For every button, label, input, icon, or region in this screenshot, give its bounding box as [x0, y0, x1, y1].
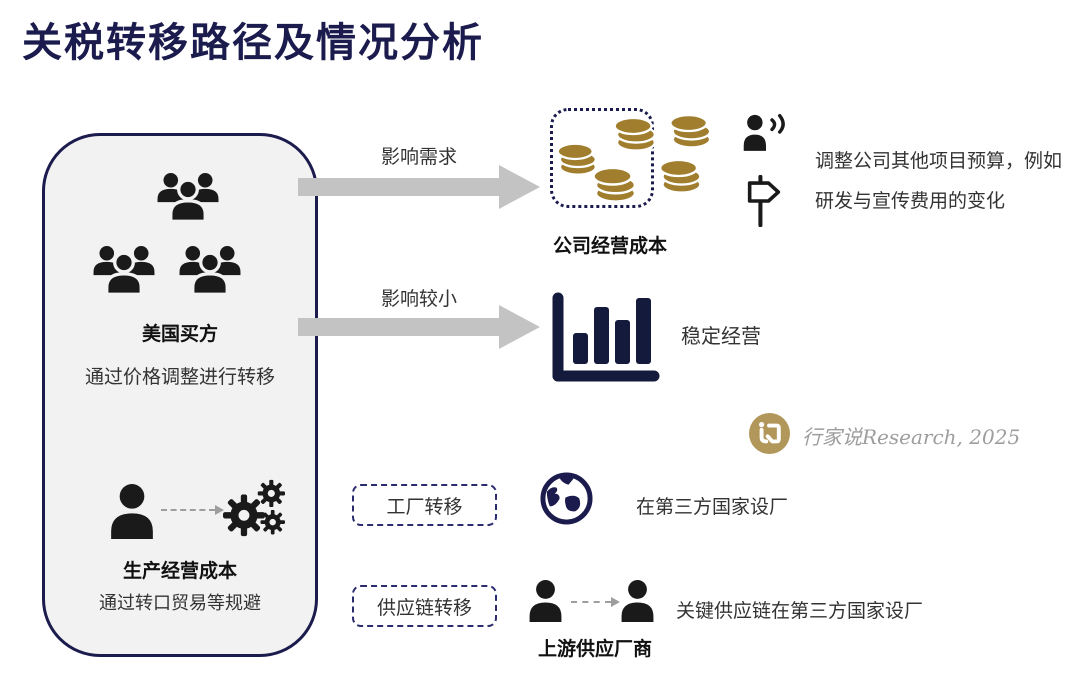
flow-minor-arrow-icon	[298, 305, 540, 349]
buyer-subtitle-label: 通过价格调整进行转移	[84, 367, 275, 388]
buyer-title-label: 美国买方	[141, 324, 218, 345]
buyers-group-icon	[156, 169, 220, 222]
coin-stack-icon	[658, 158, 703, 194]
adjust-note-line2: 研发与宣传费用的变化	[815, 191, 1006, 212]
supply-tag-box: 供应链转移	[352, 585, 497, 627]
producer-dashed-arrow	[161, 505, 224, 515]
flow-demand-label: 影响需求	[380, 147, 457, 168]
coin-stack-icon	[669, 113, 712, 149]
buyers-group-icon	[178, 242, 242, 295]
coin-stack-icon	[592, 166, 637, 203]
globe-icon	[539, 471, 594, 526]
supply-tag-label: 供应链转移	[376, 597, 472, 619]
supplier-person-icon	[528, 580, 563, 622]
page-title: 关税转移路径及情况分析	[22, 21, 484, 65]
factory-tag-box: 工厂转移	[352, 484, 497, 526]
company-cost-label: 公司经营成本	[552, 236, 667, 257]
supplier-label: 上游供应厂商	[537, 639, 652, 660]
credit-text: 行家说Research, 2025	[802, 425, 1021, 449]
gears-icon	[223, 479, 285, 537]
producer-title-label: 生产经营成本	[122, 561, 237, 582]
factory-note: 在第三方国家设厂	[636, 497, 789, 518]
speaking-person-icon	[742, 113, 790, 151]
adjust-note-line1: 调整公司其他项目预算，例如	[815, 151, 1063, 172]
flow-demand-arrow-icon	[298, 165, 540, 209]
supplier-dashed-arrow	[571, 597, 620, 607]
producer-subtitle-label: 通过转口贸易等规避	[99, 593, 261, 613]
flow-minor-label: 影响较小	[380, 289, 457, 310]
factory-tag-label: 工厂转移	[386, 496, 463, 518]
supplier-person-icon	[620, 580, 655, 622]
buyer-panel: 美国买方 通过价格调整进行转移 生产经营成本 通过转口贸易等规避	[42, 133, 318, 657]
producer-person-icon	[109, 484, 155, 539]
brand-logo-icon	[749, 413, 790, 454]
coin-stack-icon	[613, 116, 657, 152]
stable-label: 稳定经营	[681, 326, 761, 348]
coins-dotted-box	[550, 108, 654, 208]
signpost-icon	[746, 175, 782, 227]
bar-chart-icon	[550, 291, 662, 385]
supply-note: 关键供应链在第三方国家设厂	[676, 601, 924, 622]
buyers-group-icon	[92, 242, 156, 295]
